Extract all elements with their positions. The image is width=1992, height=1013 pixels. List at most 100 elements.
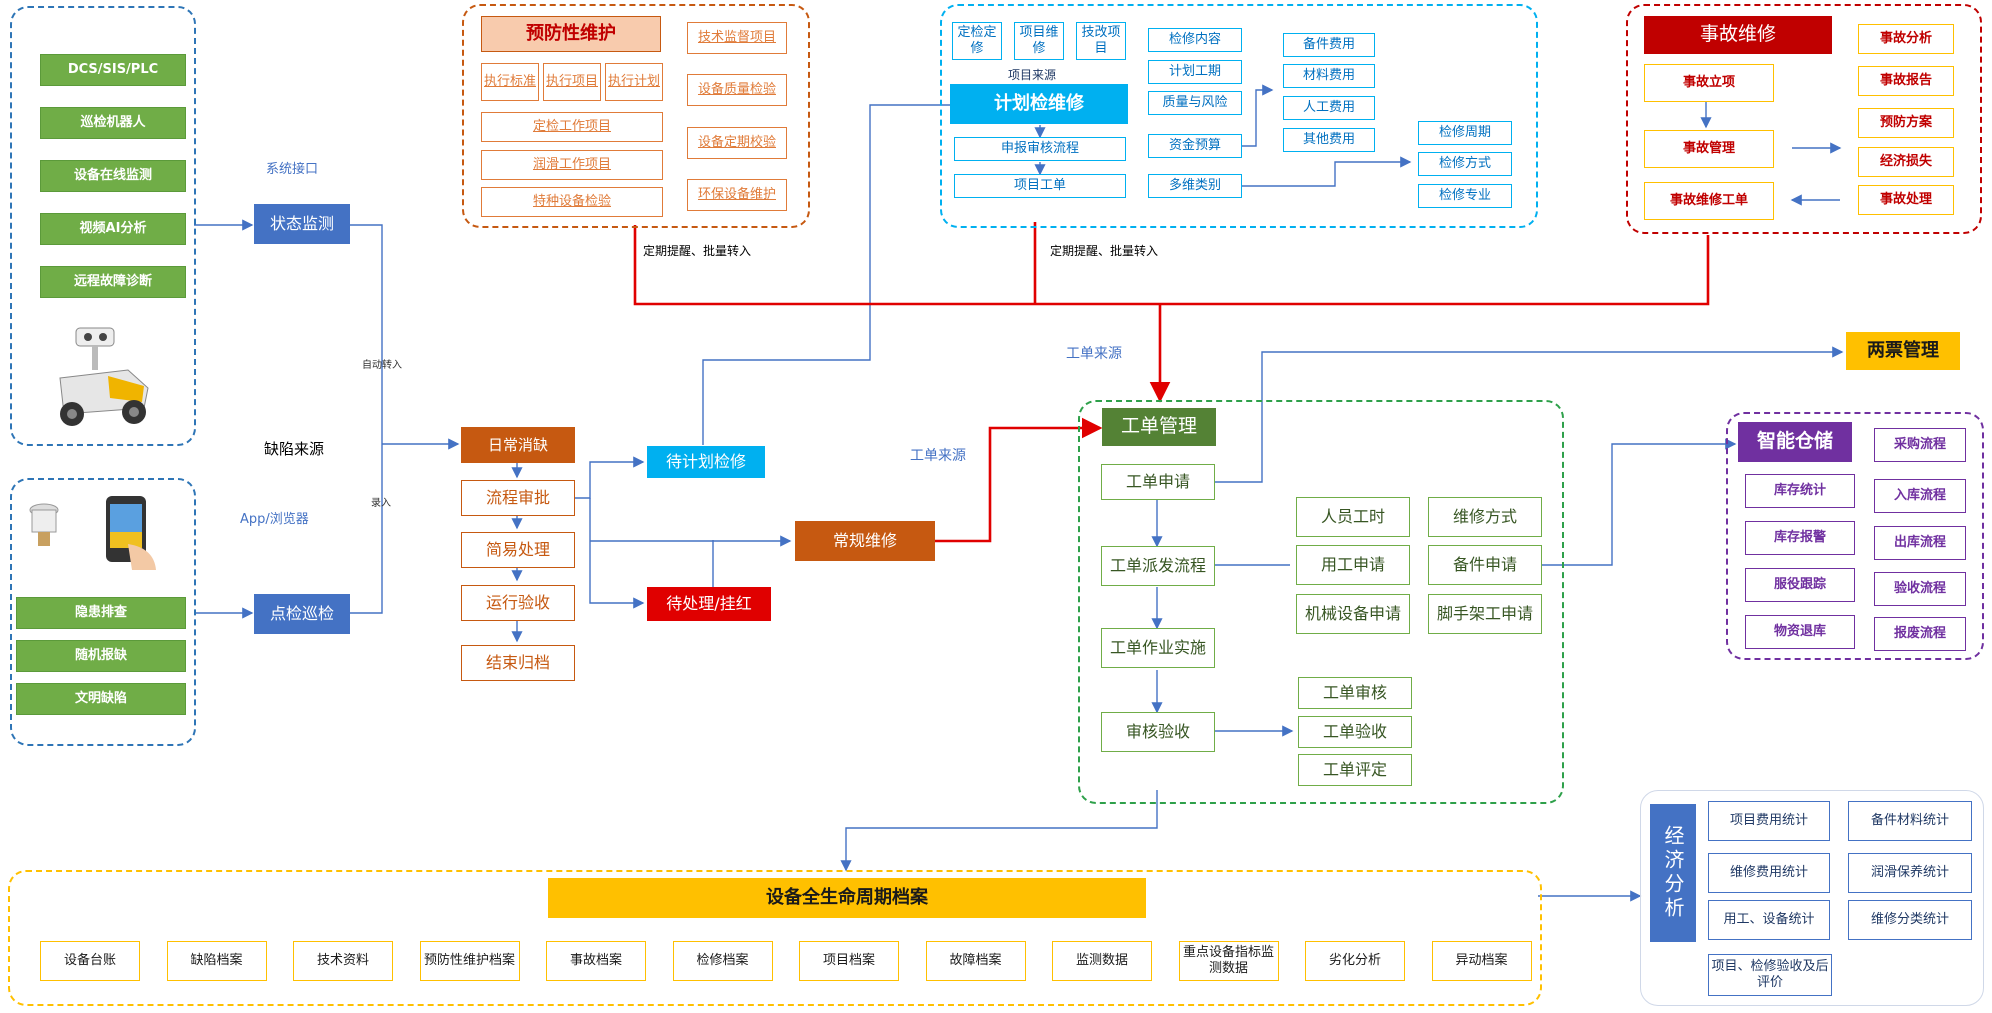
daily-defect-title: 日常消缺: [461, 427, 575, 463]
work-order-grid-item: 用工申请: [1296, 545, 1410, 585]
left-item: DCS/SIS/PLC: [40, 54, 186, 86]
archive-item: 事故档案: [546, 941, 646, 981]
warehouse-right-item: 验收流程: [1874, 572, 1966, 606]
spot-check-box[interactable]: 点检巡检: [254, 594, 350, 634]
entry-label: 录入: [371, 498, 391, 509]
economic-item: 润滑保养统计: [1848, 853, 1972, 893]
planned-frame: [940, 4, 1538, 228]
work-order-review-item: 工单审核: [1298, 677, 1412, 709]
preventive-right-item: 技术监督项目: [687, 22, 787, 54]
warehouse-left-item: 物资退库: [1745, 615, 1855, 649]
preventive-note: 定期提醒、批量转入: [643, 244, 752, 258]
warehouse-right-item: 采购流程: [1874, 428, 1966, 462]
work-order-grid-item: 维修方式: [1428, 497, 1542, 537]
preventive-small-item: 执行标准: [481, 63, 539, 101]
work-source-label: 工单来源: [1066, 346, 1122, 362]
accident-right-item: 事故报告: [1858, 66, 1954, 96]
work-order-grid-item: 脚手架工申请: [1428, 594, 1542, 634]
work-order-grid-item: 人员工时: [1296, 497, 1410, 537]
period-item: 检修专业: [1418, 184, 1512, 208]
daily-step: 简易处理: [461, 532, 575, 568]
daily-step: 结束归档: [461, 645, 575, 681]
preventive-mid-item: 定检工作项目: [481, 112, 663, 142]
app-browser-label: App/浏览器: [240, 512, 309, 527]
archive-item: 劣化分析: [1305, 941, 1405, 981]
left-item: 远程故障诊断: [40, 266, 186, 298]
accident-right-item: 预防方案: [1858, 108, 1954, 138]
economic-item: 维修分类统计: [1848, 900, 1972, 940]
left-item: 设备在线监测: [40, 160, 186, 192]
left-item: 视频AI分析: [40, 213, 186, 245]
left-systems-frame: [10, 6, 196, 446]
sys-interface-label: 系统接口: [266, 162, 319, 177]
planned-top-item: 定检定修: [952, 22, 1002, 60]
accident-title: 事故维修: [1644, 16, 1832, 54]
cost-item: 人工费用: [1283, 96, 1375, 120]
pending-plan-box: 待计划检修: [647, 446, 765, 478]
work-order-review-item: 工单验收: [1298, 716, 1412, 748]
planned-mid-item: 计划工期: [1148, 60, 1242, 84]
cost-item: 其他费用: [1283, 128, 1375, 152]
accident-frame: [1626, 4, 1982, 234]
planned-title: 计划检维修: [950, 84, 1128, 124]
work-order-review-item: 工单评定: [1298, 754, 1412, 786]
warehouse-right-item: 报废流程: [1874, 617, 1966, 651]
project-source-label: 项目来源: [1008, 68, 1057, 82]
preventive-small-item: 执行项目: [543, 63, 601, 101]
accident-right-item: 经济损失: [1858, 147, 1954, 177]
planned-flow-item: 项目工单: [954, 174, 1126, 198]
economic-frame: [1640, 790, 1984, 1006]
archive-frame: [8, 870, 1542, 1006]
planned-note: 定期提醒、批量转入: [1050, 244, 1159, 258]
work-source-label: 工单来源: [910, 448, 966, 464]
preventive-mid-item: 润滑工作项目: [481, 150, 663, 180]
period-item: 检修周期: [1418, 121, 1512, 145]
economic-item: 备件材料统计: [1848, 801, 1972, 841]
archive-title: 设备全生命周期档案: [548, 878, 1146, 918]
state-monitor-box[interactable]: 状态监测: [254, 204, 350, 244]
work-order-grid-item: 机械设备申请: [1296, 594, 1410, 634]
cost-item: 材料费用: [1283, 64, 1375, 88]
economic-item: 项目、检修验收及后评价: [1708, 954, 1832, 996]
economic-item: 维修费用统计: [1708, 853, 1830, 893]
archive-item: 监测数据: [1052, 941, 1152, 981]
economic-title: 经济分析: [1650, 804, 1696, 942]
work-order-title: 工单管理: [1102, 408, 1216, 446]
daily-step: 流程审批: [461, 480, 575, 516]
inspection-item: 隐患排查: [16, 597, 186, 629]
accident-left-item: 事故管理: [1644, 130, 1774, 168]
work-order-step: 工单派发流程: [1101, 546, 1215, 586]
archive-item: 技术资料: [293, 941, 393, 981]
archive-item: 设备台账: [40, 941, 140, 981]
inspection-item: 文明缺陷: [16, 683, 186, 715]
pending-red-box: 待处理/挂红: [647, 587, 771, 621]
warehouse-frame: [1726, 412, 1984, 660]
archive-item: 检修档案: [672, 941, 773, 981]
archive-item: 故障档案: [925, 941, 1026, 981]
daily-step: 运行验收: [461, 585, 575, 621]
archive-item: 项目档案: [799, 941, 899, 981]
defect-source-label: 缺陷来源: [264, 440, 325, 458]
preventive-title: 预防性维护: [481, 16, 661, 52]
work-order-grid-item: 备件申请: [1428, 545, 1542, 585]
planned-top-item: 技改项目: [1076, 22, 1126, 60]
planned-flow-item: 申报审核流程: [954, 137, 1126, 161]
warehouse-right-item: 入库流程: [1874, 479, 1966, 513]
preventive-mid-item: 特种设备检验: [481, 187, 663, 217]
work-order-step: 工单作业实施: [1101, 628, 1215, 668]
auto-transfer-label: 自动转入: [362, 360, 402, 371]
period-item: 检修方式: [1418, 152, 1512, 176]
planned-top-item: 项目维修: [1014, 22, 1064, 60]
accident-right-item: 事故分析: [1858, 24, 1954, 54]
archive-item: 异动档案: [1431, 941, 1532, 981]
warehouse-left-item: 服役跟踪: [1745, 568, 1855, 602]
preventive-small-item: 执行计划: [605, 63, 663, 101]
archive-item: 预防性维护档案: [419, 941, 520, 981]
economic-item: 项目费用统计: [1708, 801, 1830, 841]
accident-right-item: 事故处理: [1858, 185, 1954, 215]
planned-mid-item: 多维类别: [1148, 174, 1242, 198]
work-order-step: 审核验收: [1101, 712, 1215, 752]
routine-maintenance-box: 常规维修: [795, 521, 935, 561]
